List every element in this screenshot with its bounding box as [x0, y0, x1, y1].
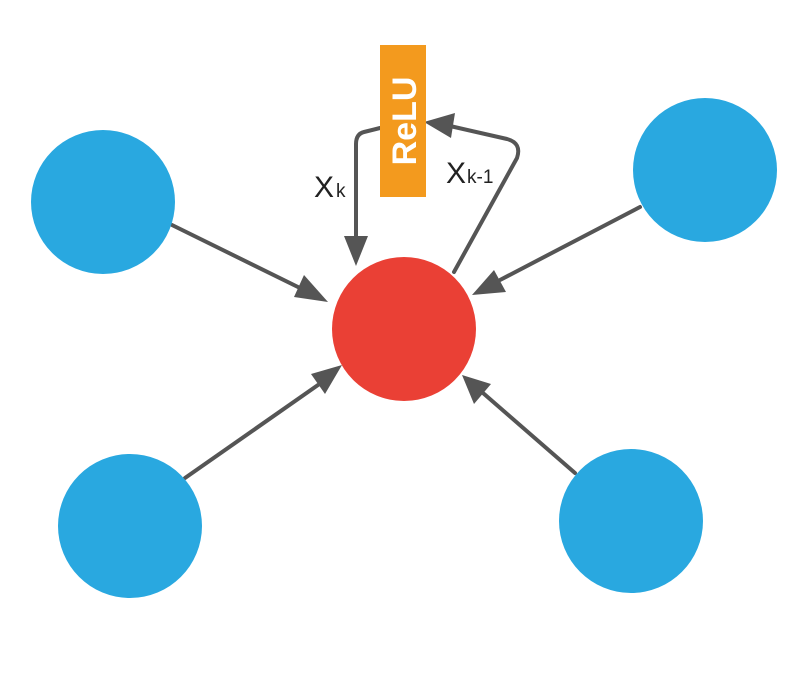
label-x-k-minus-1-main: X — [446, 157, 466, 190]
edge-top-right — [498, 205, 642, 282]
label-x-k: X k — [314, 171, 346, 204]
relu-label: ReLU — [386, 77, 424, 166]
neighbor-node-top-right — [633, 98, 777, 242]
arrowhead-top-right — [472, 270, 506, 295]
arrowhead-into-center — [344, 236, 368, 266]
relu-box — [380, 45, 426, 197]
relu-block: ReLU — [380, 45, 426, 197]
neighbor-node-bottom-left — [58, 454, 202, 598]
center-node — [332, 257, 476, 401]
loop-edge-to-relu — [448, 124, 521, 274]
label-x-k-minus-1: X k-1 — [446, 157, 493, 190]
arrowhead-bottom-right — [462, 375, 491, 404]
neighbor-nodes — [31, 98, 777, 598]
label-x-k-minus-1-sub: k-1 — [467, 167, 493, 188]
arrowhead-bottom-left — [311, 365, 342, 394]
loop-edge-from-relu — [354, 126, 382, 242]
edges — [170, 205, 642, 480]
arrowhead-into-relu — [424, 113, 455, 138]
edge-bottom-right — [481, 391, 577, 475]
edge-top-left — [170, 223, 302, 290]
label-x-k-main: X — [314, 171, 334, 204]
label-x-k-sub: k — [336, 181, 346, 202]
neighbor-node-bottom-right — [559, 449, 703, 593]
neighbor-node-top-left — [31, 130, 175, 274]
edge-bottom-left — [183, 383, 320, 480]
arrowhead-top-left — [294, 275, 328, 302]
relu-self-loop — [344, 113, 521, 274]
